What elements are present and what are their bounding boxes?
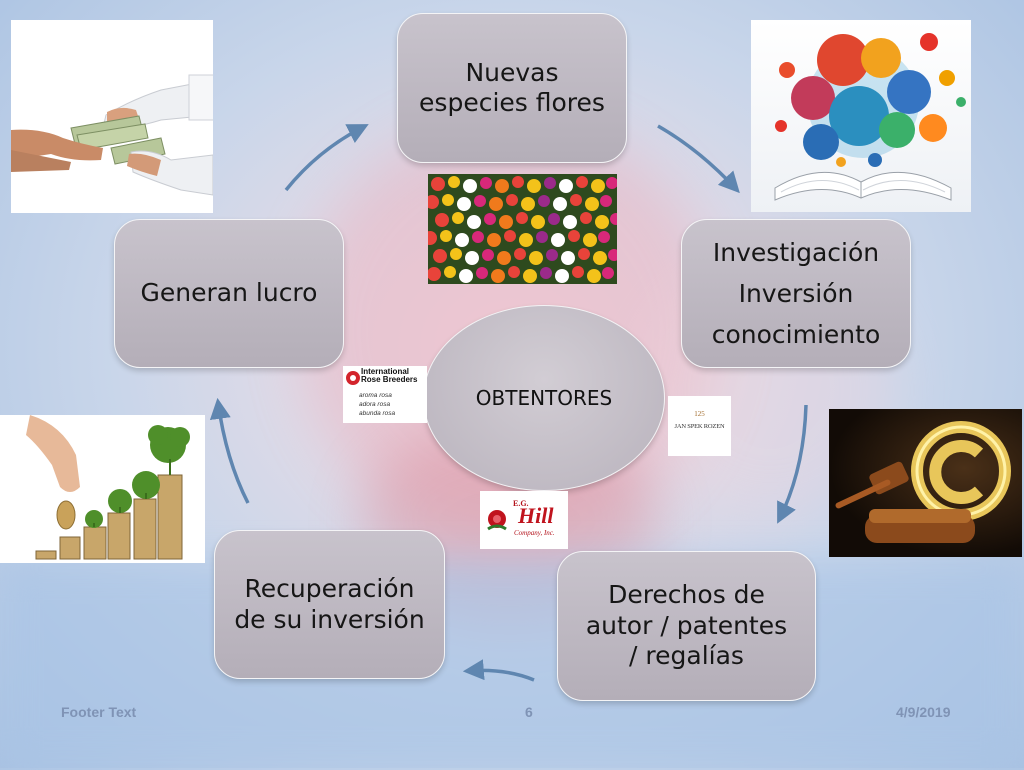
node-derechos: Derechos de autor / patentes / regalías bbox=[557, 551, 816, 701]
arrow-bottom-left bbox=[462, 659, 535, 682]
bg-band bbox=[0, 560, 1024, 770]
arrow-right-down bbox=[777, 404, 808, 524]
jsr-name: JAN SPEK ROZEN bbox=[674, 423, 725, 430]
node-label: Generan lucro bbox=[140, 278, 318, 308]
slide-number: 6 bbox=[525, 704, 533, 720]
flower-field-photo bbox=[428, 174, 617, 284]
egh-prefix: E.G. bbox=[513, 499, 529, 508]
center-node: OBTENTORES bbox=[423, 305, 665, 491]
egh-name: Hill bbox=[518, 503, 554, 528]
eg-hill-logo: E.G. Hill Company, Inc. bbox=[480, 491, 568, 549]
footer-date: 4/9/2019 bbox=[896, 704, 951, 720]
jan-spek-rozen-logo: 125 JAN SPEK ROZEN bbox=[668, 396, 731, 456]
node-lucro: Generan lucro bbox=[114, 219, 344, 368]
coins-plants-photo bbox=[0, 415, 205, 563]
node-recuperacion: Recuperación de su inversión bbox=[214, 530, 445, 679]
node-label: Derechos de autor / patentes / regalías bbox=[585, 580, 788, 671]
node-investigacion: Investigación Inversión conocimiento bbox=[681, 219, 911, 368]
rose-logo-icon bbox=[487, 510, 507, 531]
gavel-copyright-photo bbox=[829, 409, 1022, 557]
irb-title: International Rose Breeders bbox=[361, 367, 418, 385]
footer-text: Footer Text bbox=[61, 704, 137, 720]
arrow-left-up bbox=[209, 397, 250, 504]
rose-logo-icon bbox=[346, 371, 360, 385]
egh-company: Company, Inc. bbox=[514, 529, 555, 537]
node-nuevas-especies: Nuevas especies flores bbox=[397, 13, 627, 163]
node-label: Investigación Inversión conocimiento bbox=[711, 237, 881, 350]
arrow-left-top bbox=[284, 124, 369, 192]
money-handshake-photo bbox=[11, 20, 213, 213]
education-book-icons-image bbox=[751, 20, 971, 212]
node-label: Recuperación de su inversión bbox=[234, 574, 425, 634]
irb-row: abunda rosa bbox=[359, 410, 396, 417]
irb-row: adora rosa bbox=[359, 401, 391, 408]
center-label: OBTENTORES bbox=[475, 386, 613, 410]
arrow-top-right bbox=[657, 124, 740, 194]
jsr-number: 125 bbox=[694, 410, 705, 418]
node-label: Nuevas especies flores bbox=[419, 57, 605, 118]
international-rose-breeders-logo: International Rose Breeders aroma rosa a… bbox=[343, 366, 427, 423]
irb-row: aroma rosa bbox=[359, 392, 392, 399]
